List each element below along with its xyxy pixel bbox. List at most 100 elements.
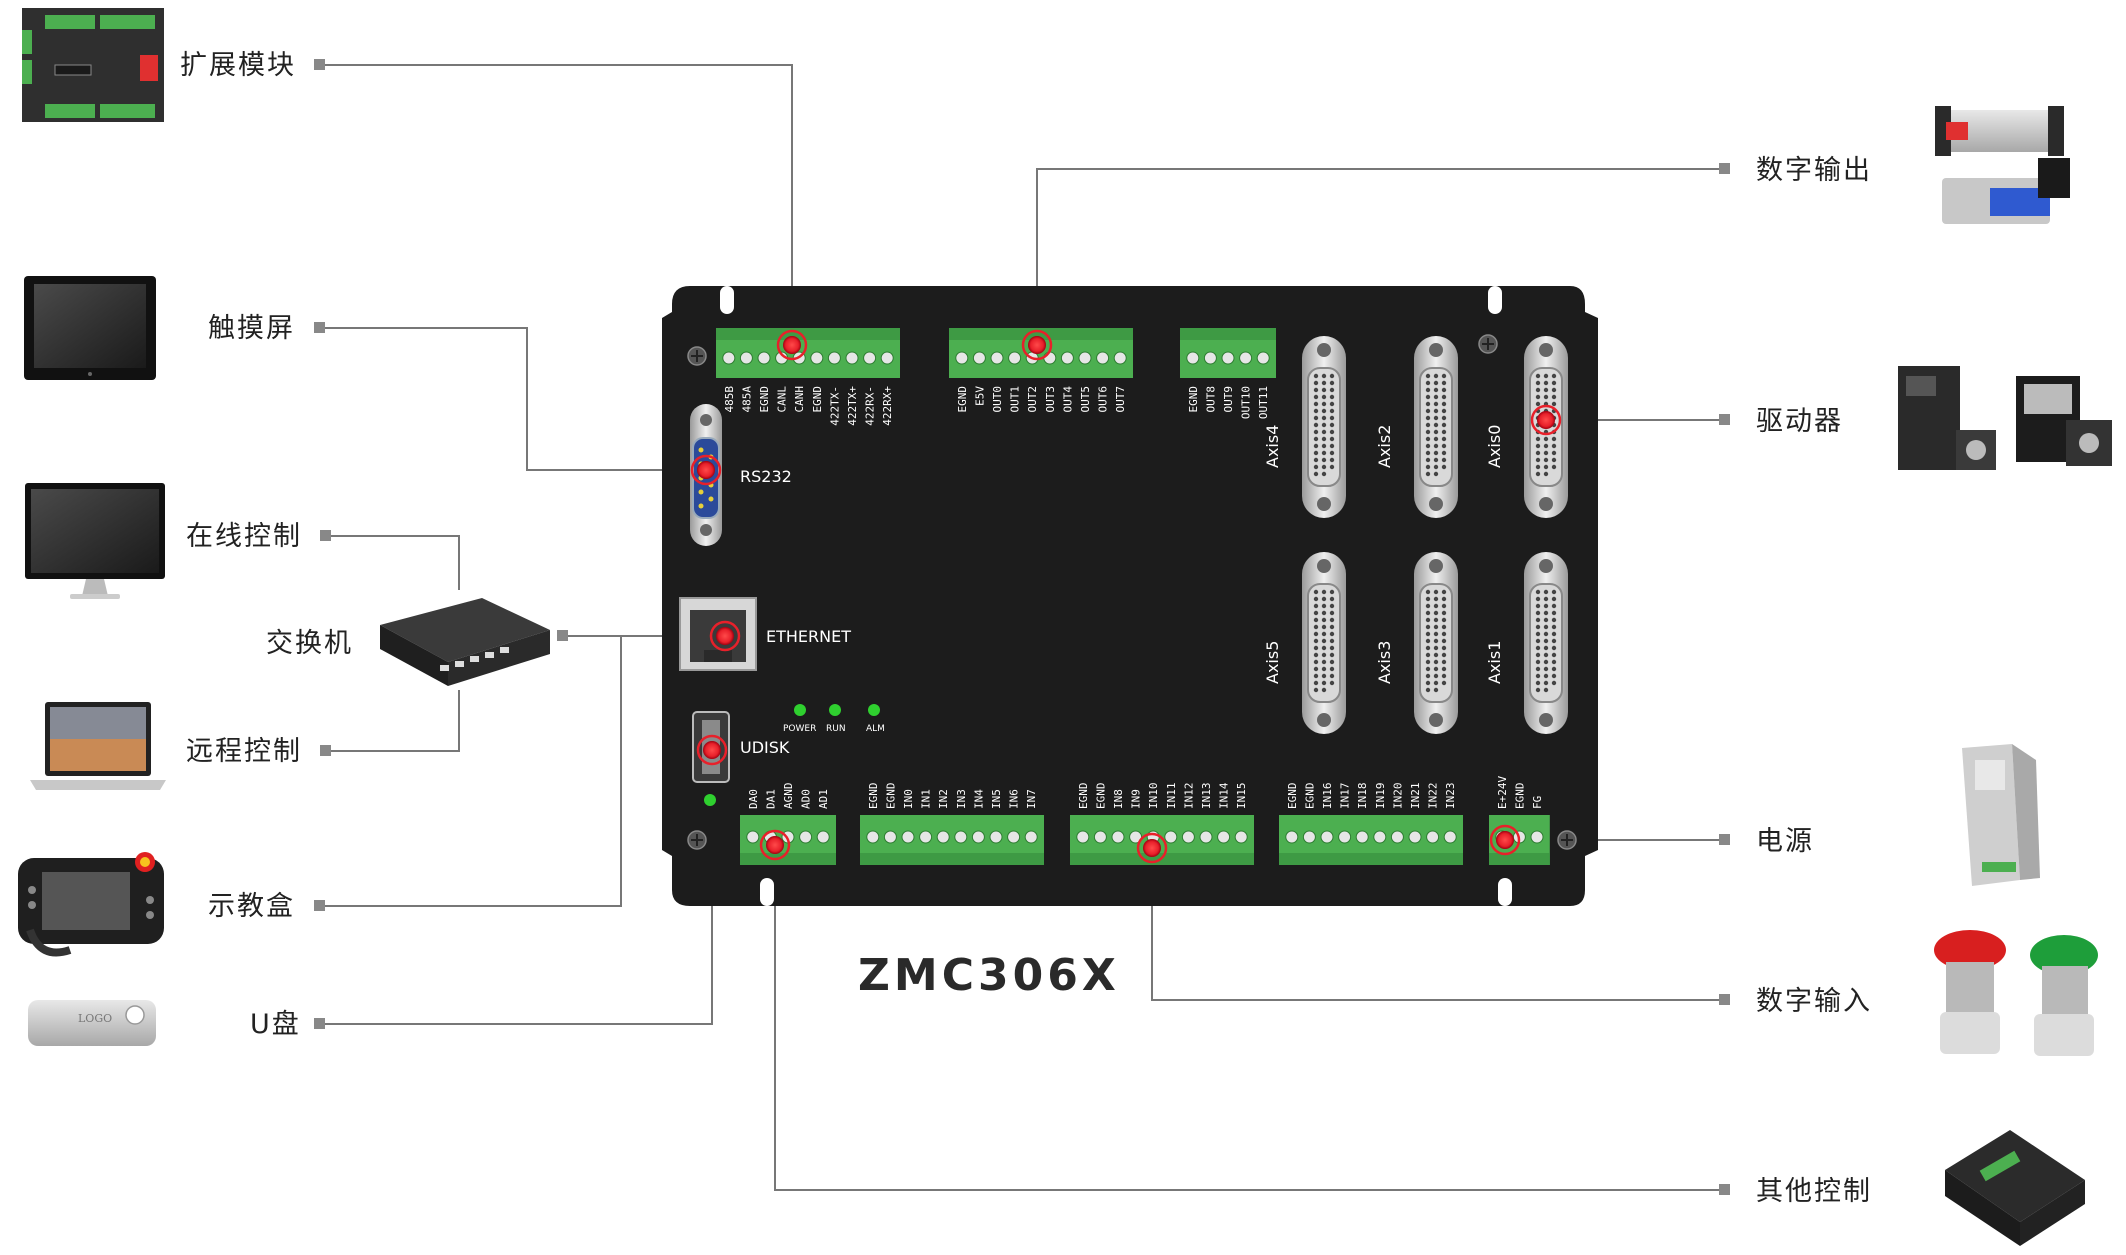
terminal-screw xyxy=(1199,830,1213,844)
axis-label: Axis4 xyxy=(1263,425,1282,468)
terminal-screw xyxy=(1338,830,1352,844)
terminal-pin-label: IN12 xyxy=(1182,783,1195,810)
line-other-control xyxy=(774,845,1722,1191)
line-teach-pendant xyxy=(325,636,622,907)
terminal-pin-label: FG xyxy=(1531,796,1544,809)
terminal-pin-label: IN2 xyxy=(937,789,950,809)
terminal-screw xyxy=(1024,830,1038,844)
udisk-led xyxy=(704,794,716,806)
terminal-screw xyxy=(901,830,915,844)
terminal-screw xyxy=(1355,830,1369,844)
terminal-pin-label: 422TX+ xyxy=(846,386,859,426)
label-digital-output: 数字输出 xyxy=(1756,155,1872,186)
terminal-screw xyxy=(1164,830,1178,844)
terminal-block-t3[interactable] xyxy=(1180,328,1276,378)
connection-marker xyxy=(1489,824,1521,856)
terminal-screw xyxy=(1408,830,1422,844)
terminal-pin-label: OUT7 xyxy=(1114,386,1127,413)
terminal-screw xyxy=(883,830,897,844)
expansion-module-icon xyxy=(22,8,164,122)
udisk-label: UDISK xyxy=(740,738,790,757)
terminal-pin-label: IN5 xyxy=(990,789,1003,809)
label-online-control: 在线控制 xyxy=(186,521,302,552)
terminal-pin-label: IN11 xyxy=(1165,783,1178,810)
axis-label: Axis1 xyxy=(1485,641,1504,684)
terminal-screw xyxy=(1203,351,1217,365)
terminal-pin-label: IN14 xyxy=(1218,782,1231,809)
terminal-pin-label: OUT2 xyxy=(1026,386,1039,413)
terminal-screw xyxy=(866,830,880,844)
terminal-screw xyxy=(1076,830,1090,844)
axis-connector-axis2[interactable] xyxy=(1414,336,1458,518)
controller-board xyxy=(662,286,1598,906)
terminal-pin-label: IN22 xyxy=(1427,783,1440,810)
terminal-screw xyxy=(1096,351,1110,365)
terminal-screw xyxy=(1113,351,1127,365)
terminal-block-b2[interactable] xyxy=(860,815,1044,865)
terminal-pin-label: 422RX- xyxy=(864,386,877,426)
connection-marker xyxy=(690,454,722,486)
terminal-screw xyxy=(954,830,968,844)
power-led-label: POWER xyxy=(783,724,816,734)
line-end-squares xyxy=(314,59,1730,1195)
terminal-block-b5[interactable] xyxy=(1489,815,1550,865)
cylinder-valve-icon xyxy=(1935,106,2070,224)
terminal-pin-label: EGND xyxy=(867,783,880,810)
terminal-screw xyxy=(1234,830,1248,844)
label-power-supply: 电源 xyxy=(1756,826,1814,857)
terminal-screw xyxy=(880,351,894,365)
terminal-pin-label: OUT6 xyxy=(1097,386,1110,413)
terminal-pin-label: IN21 xyxy=(1409,783,1422,810)
terminal-screw xyxy=(746,830,760,844)
label-teach-pendant: 示教盒 xyxy=(208,891,295,922)
controller-model-title: ZMC306X xyxy=(858,950,1120,1001)
terminal-screw xyxy=(1390,830,1404,844)
terminal-screw xyxy=(1111,830,1125,844)
terminal-screw xyxy=(739,351,753,365)
terminal-screw xyxy=(936,830,950,844)
terminal-pin-label: OUT8 xyxy=(1204,386,1217,413)
terminal-screw xyxy=(1530,830,1544,844)
terminal-pin-label: IN4 xyxy=(972,789,985,809)
terminal-screw xyxy=(1320,830,1334,844)
terminal-pin-label: EGND xyxy=(884,783,897,810)
terminal-screw xyxy=(757,351,771,365)
terminal-pin-label: OUT3 xyxy=(1044,386,1057,413)
monitor-icon xyxy=(25,483,165,599)
terminal-pin-label: DA0 xyxy=(747,789,760,809)
terminal-pin-label: EGND xyxy=(1077,783,1090,810)
terminal-screw xyxy=(1093,830,1107,844)
terminal-screw xyxy=(1181,830,1195,844)
terminal-pin-label: IN15 xyxy=(1235,783,1248,810)
terminal-pin-label: IN9 xyxy=(1130,789,1143,809)
terminal-pin-label: OUT0 xyxy=(991,386,1004,413)
power-supply-icon xyxy=(1962,744,2040,886)
terminal-screw xyxy=(1060,351,1074,365)
axis-connector-axis4[interactable] xyxy=(1302,336,1346,518)
left-labels: 扩展模块 触摸屏 在线控制 交换机 远程控制 示教盒 U盘 xyxy=(180,50,353,1040)
axis-label: Axis0 xyxy=(1485,425,1504,468)
terminal-block-b4[interactable] xyxy=(1279,815,1463,865)
terminal-screw xyxy=(1221,351,1235,365)
ethernet-label: ETHERNET xyxy=(766,627,851,646)
terminal-pin-label: EGND xyxy=(811,386,824,413)
terminal-block-t1[interactable] xyxy=(716,328,900,378)
axis-connector-axis3[interactable] xyxy=(1414,552,1458,734)
terminal-pin-label: IN6 xyxy=(1008,789,1021,809)
terminal-pin-label: EGND xyxy=(956,386,969,413)
label-switch: 交换机 xyxy=(266,628,353,659)
terminal-pin-label: EGND xyxy=(1513,783,1526,810)
terminal-pin-label: IN8 xyxy=(1112,789,1125,809)
touch-screen-icon xyxy=(24,276,156,380)
terminal-block-t2[interactable] xyxy=(949,328,1133,378)
axis-connector-axis5[interactable] xyxy=(1302,552,1346,734)
terminal-screw xyxy=(919,830,933,844)
plc-icon xyxy=(1945,1130,2085,1246)
terminal-pin-label: IN10 xyxy=(1147,783,1160,810)
terminal-pin-label: EGND xyxy=(1094,783,1107,810)
axis-connector-axis1[interactable] xyxy=(1524,552,1568,734)
terminal-pin-label: 485B xyxy=(723,386,736,413)
emergency-button-icon xyxy=(1934,930,2098,1056)
